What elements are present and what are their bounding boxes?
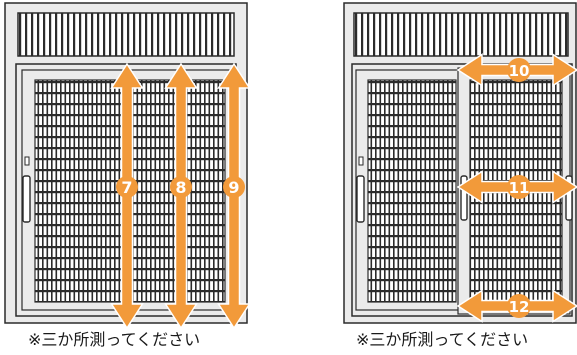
right-transom: [353, 12, 569, 57]
measurement-arrow-11: 11: [456, 170, 577, 204]
marker-circle: [223, 176, 245, 198]
measurement-arrow-12: 12: [456, 289, 577, 323]
right-latch-left: [358, 156, 364, 166]
right-door-diagram: [343, 2, 577, 324]
marker-circle: [116, 176, 138, 198]
marker-label: 8: [175, 178, 186, 197]
right-caption: ※三か所測ってください: [356, 330, 529, 349]
marker-label: 7: [121, 178, 132, 197]
measurement-arrow-10: 10: [456, 53, 577, 87]
measurement-arrow-9: 9: [217, 62, 251, 330]
marker-circle: [507, 175, 531, 199]
right-left-mesh: [367, 79, 457, 303]
marker-label: 11: [509, 179, 530, 197]
measurement-arrow-8: 8: [164, 62, 198, 330]
marker-circle: [507, 58, 531, 82]
right-measurement-arrows: 10 11 12: [456, 53, 577, 323]
left-door-handle: [22, 175, 31, 223]
measurement-arrow-7: 7: [110, 62, 144, 330]
left-measurement-arrows: 7 8 9: [110, 62, 251, 330]
marker-label: 10: [509, 62, 530, 80]
marker-label: 12: [509, 298, 530, 316]
marker-circle: [170, 176, 192, 198]
left-caption: ※三か所測ってください: [28, 330, 201, 349]
left-door-latch: [24, 156, 30, 166]
right-handle-left: [356, 175, 365, 223]
left-transom: [17, 12, 235, 57]
marker-label: 9: [228, 178, 239, 197]
marker-circle: [507, 294, 531, 318]
